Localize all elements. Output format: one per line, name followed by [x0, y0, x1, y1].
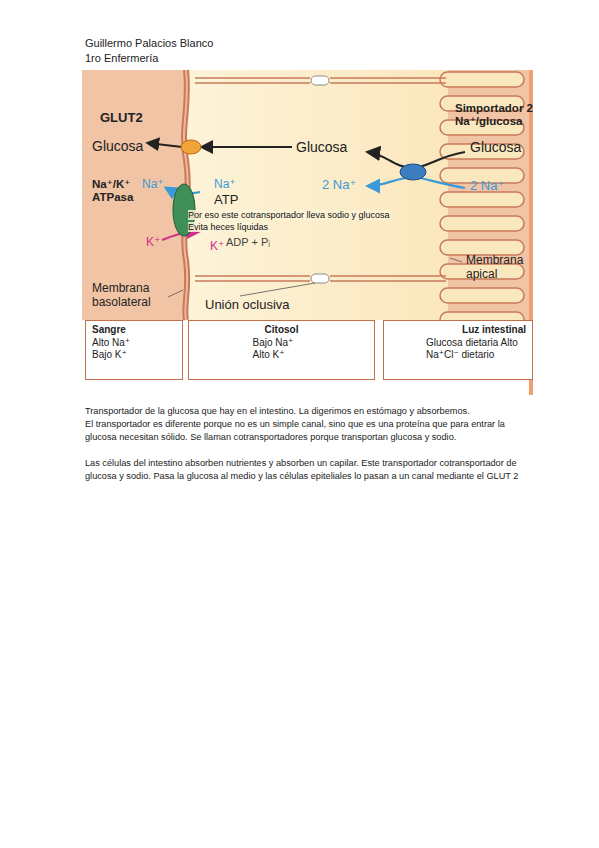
lateral-membranes — [195, 78, 446, 281]
microvillus — [440, 288, 524, 303]
microvillus — [440, 216, 524, 231]
leader-line — [240, 283, 315, 296]
handwritten-note: Por eso este cotransportador lleva sodio… — [188, 210, 390, 220]
molecule-label: ADP + Pᵢ — [226, 236, 270, 249]
membrane-label: Membrana apical — [466, 254, 536, 282]
microvillus — [440, 240, 524, 255]
molecule-label: Glucosa — [296, 139, 347, 155]
molecule-label: ATP — [214, 193, 238, 208]
symporter — [400, 164, 426, 180]
box-heading: Luz intestinal — [390, 324, 526, 337]
body-paragraph: Las células del intestino absorben nutri… — [85, 457, 523, 483]
handwritten-note: Evita heces líquidas — [188, 222, 268, 232]
transporter-label: Na⁺/K⁺ ATPasa — [92, 178, 147, 204]
ion-label: K⁺ — [146, 236, 160, 250]
microvillus — [440, 72, 524, 87]
ion-label: 2 Na⁺ — [322, 178, 356, 193]
box-heading: Citosol — [195, 324, 368, 337]
legend-box: Luz intestinalGlucosa dietaria Alto Na⁺C… — [383, 320, 533, 380]
box-body: Alto Na⁺ Bajo K⁺ — [92, 337, 150, 362]
ion-label: K⁺ — [210, 240, 224, 254]
ion-label: Na⁺ — [142, 178, 164, 192]
legend-box: CitosolBajo Na⁺ Alto K⁺ — [188, 320, 375, 380]
membrane-label: Membrana basolateral — [92, 282, 174, 310]
cytosol — [186, 70, 448, 320]
transporter-label: GLUT2 — [100, 111, 143, 126]
legend-box: SangreAlto Na⁺ Bajo K⁺ — [85, 320, 183, 380]
microvillus — [440, 192, 524, 207]
ion-label: Na⁺ — [214, 178, 236, 192]
box-body: Bajo Na⁺ Alto K⁺ — [253, 337, 311, 362]
leader-line — [450, 258, 462, 262]
glucose-arrow — [148, 143, 182, 147]
box-body: Glucosa dietaria Alto Na⁺Cl⁻ dietario — [426, 337, 526, 362]
transporter-label: Simportador 2 Na⁺/glucosa — [455, 102, 535, 128]
junction-label: Unión oclusiva — [205, 298, 290, 313]
box-heading: Sangre — [92, 324, 176, 337]
molecule-label: Glucosa — [470, 139, 521, 155]
course-name: 1ro Enfermería — [85, 52, 158, 65]
glucose-arrow — [202, 146, 292, 148]
body-paragraph: Transportador de la glucosa que hay en e… — [85, 405, 523, 418]
leader-line — [168, 290, 183, 297]
ion-label: 2 Na⁺ — [470, 179, 504, 194]
body-paragraph: El transportador es diferente porque no … — [85, 418, 523, 444]
author-name: Guillermo Palacios Blanco — [85, 37, 213, 50]
glut2-transporter — [181, 140, 201, 154]
molecule-label: Glucosa — [92, 138, 143, 154]
